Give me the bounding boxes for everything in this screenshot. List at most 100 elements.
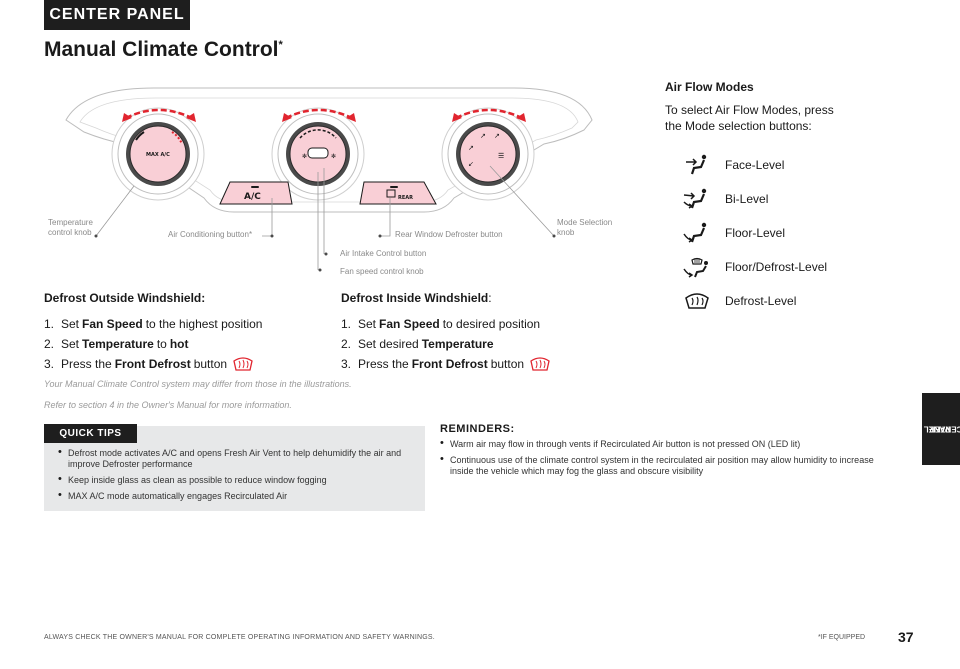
tip-item: MAX A/C mode automatically engages Recir… (58, 490, 414, 502)
rear-button-label: REAR (398, 195, 413, 201)
section-tab-label: CENTER PANEL (49, 6, 185, 23)
reminder-item: Warm air may flow in through vents if Re… (440, 438, 880, 450)
air-flow-modes: Air Flow Modes To select Air Flow Modes,… (665, 80, 925, 318)
ac-button-label: A/C (244, 192, 261, 202)
bi-level-icon (673, 187, 721, 211)
tip-item: Defrost mode activates A/C and opens Fre… (58, 447, 414, 470)
svg-text:✻: ✻ (302, 153, 307, 160)
svg-text:↙: ↙ (468, 160, 474, 168)
mode-floor-defrost-level: Floor/Defrost-Level (665, 250, 925, 284)
climate-panel-illustration: MAX A/C ✻ ✻ ↗ ↗ ↗ ↙ ☰ (65, 87, 593, 272)
section-tab: CENTER PANEL (44, 0, 190, 30)
step-bold: Front Defrost (411, 357, 488, 371)
illustration-note: Your Manual Climate Control system may d… (44, 379, 352, 389)
arrow-heads (122, 113, 526, 122)
face-level-icon (673, 153, 721, 177)
step-number: 3. (341, 357, 352, 371)
manual-reference-note: Refer to section 4 in the Owner's Manual… (44, 400, 292, 410)
floor-level-icon (673, 221, 721, 245)
air-flow-intro: To select Air Flow Modes, press the Mode… (665, 103, 834, 133)
step-text: button (490, 357, 525, 371)
defrost-inside-title-colon: : (488, 291, 492, 305)
step-bold: Front Defrost (114, 357, 191, 371)
mode-defrost-level: Defrost-Level (665, 284, 925, 318)
tip-item: Keep inside glass as clean as possible t… (58, 474, 414, 486)
step-number: 3. (44, 357, 55, 371)
svg-text:↗: ↗ (494, 132, 500, 140)
mode-label: Defrost-Level (725, 294, 797, 308)
step-text: Set (61, 337, 80, 351)
page-number: 37 (898, 629, 914, 645)
callout-dots (94, 234, 556, 272)
fan-speed-knob[interactable]: ✻ ✻ (271, 107, 365, 201)
callout-rear-defroster: Rear Window Defroster button (395, 230, 503, 239)
front-defrost-icon (232, 356, 254, 372)
footer-footnote: *IF EQUIPPED (818, 634, 866, 641)
step-text: Set desired (358, 337, 419, 351)
air-flow-title: Air Flow Modes (665, 80, 754, 94)
step-number: 2. (44, 337, 55, 351)
step-bold: Fan Speed (379, 317, 440, 331)
reminders-title: REMINDERS: (440, 423, 515, 435)
defrost-inside-title-text: Defrost Inside Windshield (341, 291, 489, 305)
callout-fan-speed: Fan speed control knob (340, 267, 424, 276)
mode-selection-knob[interactable]: ↗ ↗ ↗ ↙ ☰ (441, 107, 535, 201)
step-bold: Temperature (82, 337, 154, 351)
step-text: Press the (61, 357, 112, 371)
step-number: 1. (341, 317, 352, 331)
front-defrost-icon (529, 356, 551, 372)
page-title-mark: * (278, 39, 283, 51)
step-text: button (193, 357, 228, 371)
callout-temperature-line-1: Temperature (48, 218, 93, 227)
svg-text:☰: ☰ (498, 152, 504, 160)
step-text: to desired position (442, 317, 541, 331)
mode-label: Bi-Level (725, 192, 769, 206)
rear-defroster-button[interactable]: REAR (359, 181, 437, 205)
footer-warning: ALWAYS CHECK THE OWNER'S MANUAL FOR COMP… (44, 634, 435, 641)
defrost-inside-title: Defrost Inside Windshield: (341, 291, 631, 305)
step-bold: Temperature (421, 337, 494, 351)
step-text: to the highest position (145, 317, 263, 331)
svg-text:↗: ↗ (468, 144, 474, 152)
callout-ac: Air Conditioning button* (168, 230, 253, 239)
step-number: 1. (44, 317, 55, 331)
step-text: to (156, 337, 167, 351)
reminders-section: REMINDERS: Warm air may flow in through … (440, 423, 880, 482)
step-text: Press the (358, 357, 409, 371)
quick-tips-label: QUICK TIPS (44, 424, 137, 443)
temperature-knob[interactable]: MAX A/C (111, 107, 205, 201)
step-text: Set (358, 317, 377, 331)
mode-label: Floor-Level (725, 226, 786, 240)
step-text: Set (61, 317, 80, 331)
callout-air-intake: Air Intake Control button (340, 249, 427, 258)
climate-panel-diagram: MAX A/C ✻ ✻ ↗ ↗ ↗ ↙ ☰ (44, 80, 624, 280)
quick-tips-box: QUICK TIPS Defrost mode activates A/C an… (44, 424, 425, 511)
ac-button[interactable]: A/C (219, 181, 293, 205)
reminder-item: Continuous use of the climate control sy… (440, 454, 880, 477)
step-number: 2. (341, 337, 352, 351)
defrost-outside-title: Defrost Outside Windshield: (44, 291, 206, 305)
mode-floor-level: Floor-Level (665, 216, 925, 250)
side-tab-line-2: PANEL (923, 424, 950, 434)
callout-mode-line-2: knob (557, 228, 575, 237)
floor-defrost-level-icon (673, 255, 721, 279)
step-bold: Fan Speed (82, 317, 143, 331)
mode-label: Face-Level (725, 158, 785, 172)
callout-temperature-line-2: control knob (48, 228, 92, 237)
mode-label: Floor/Defrost-Level (725, 260, 828, 274)
defrost-level-icon (673, 289, 721, 313)
callout-mode-line-1: Mode Selection (557, 218, 613, 227)
page-title: Manual Climate Control* (44, 38, 283, 62)
air-intake-button[interactable] (307, 147, 329, 159)
page-title-text: Manual Climate Control (44, 38, 279, 61)
